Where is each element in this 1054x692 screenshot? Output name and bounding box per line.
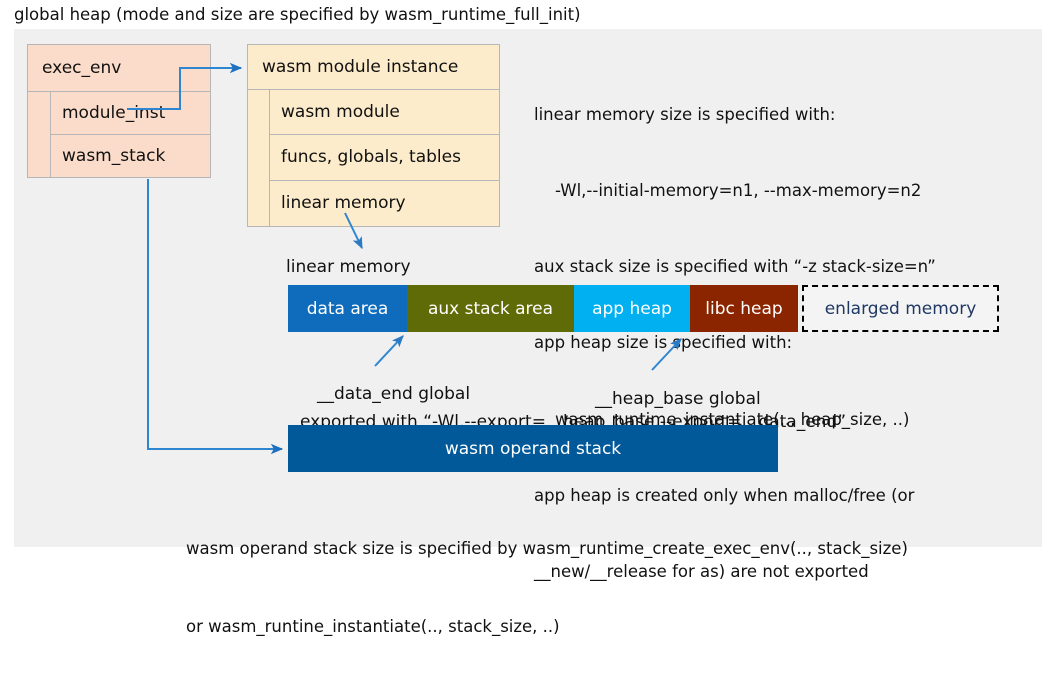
field-linear-memory: linear memory	[281, 193, 406, 214]
note-line: app heap is created only when malloc/fre…	[534, 485, 915, 505]
exec-env-field-module-inst: module_inst	[51, 92, 210, 135]
wasm-module-instance-box: wasm module instance wasm module funcs, …	[247, 44, 500, 227]
note-line: linear memory size is specified with:	[534, 104, 836, 124]
note-line: wasm_runtime_instantiate(.., heap_size, …	[534, 409, 910, 429]
exec-env-body: module_inst wasm_stack	[28, 92, 210, 177]
diagram-title: global heap (mode and size are specified…	[14, 5, 581, 24]
arrow-data-end	[374, 335, 404, 367]
exec-env-fields: module_inst wasm_stack	[51, 92, 210, 177]
memory-segment-data-area: data area	[288, 285, 407, 332]
note-line: app heap size is specified with:	[534, 333, 793, 353]
exec-env-header: exec_env	[28, 45, 210, 92]
caption-line: or wasm_runtine_instantiate(.., stack_si…	[186, 617, 560, 636]
wasm-operand-stack-bar: wasm operand stack	[288, 425, 778, 472]
wasm-module-instance-fields: wasm module funcs, globals, tables linea…	[270, 90, 499, 226]
caption-line: wasm operand stack size is specified by …	[186, 539, 908, 558]
exec-env-box: exec_env module_inst wasm_stack	[27, 44, 211, 178]
wasm-module-instance-body: wasm module funcs, globals, tables linea…	[248, 90, 499, 226]
exec-env-field-wasm-stack: wasm_stack	[62, 145, 166, 166]
memory-segment-app-heap: app heap	[574, 285, 690, 332]
memory-segment-aux-stack-area: aux stack area	[407, 285, 574, 332]
wasm-module-instance-gutter	[248, 90, 270, 226]
diagram-panel: exec_env module_inst wasm_stack wasm mod…	[14, 29, 1042, 636]
memory-segment-libc-heap: libc heap	[690, 285, 798, 332]
memory-segment-enlarged-memory: enlarged memory	[802, 285, 999, 332]
exec-env-gutter	[28, 92, 51, 177]
wasm-module-instance-header: wasm module instance	[248, 45, 499, 90]
annotation-heap-base: __heap_base global	[595, 389, 761, 409]
linear-memory-bar: data area aux stack area app heap libc h…	[288, 285, 999, 332]
note-line: aux stack size is specified with “-z sta…	[534, 257, 936, 277]
field-funcs-globals-tables: funcs, globals, tables	[270, 135, 499, 181]
field-wasm-module: wasm module	[270, 90, 499, 136]
note-line: -Wl,--initial-memory=n1, --max-memory=n2	[534, 181, 922, 201]
bottom-caption: wasm operand stack size is specified by …	[186, 484, 908, 692]
linear-memory-label: linear memory	[286, 257, 411, 277]
annotation-data-end: __data_end global	[317, 384, 471, 404]
